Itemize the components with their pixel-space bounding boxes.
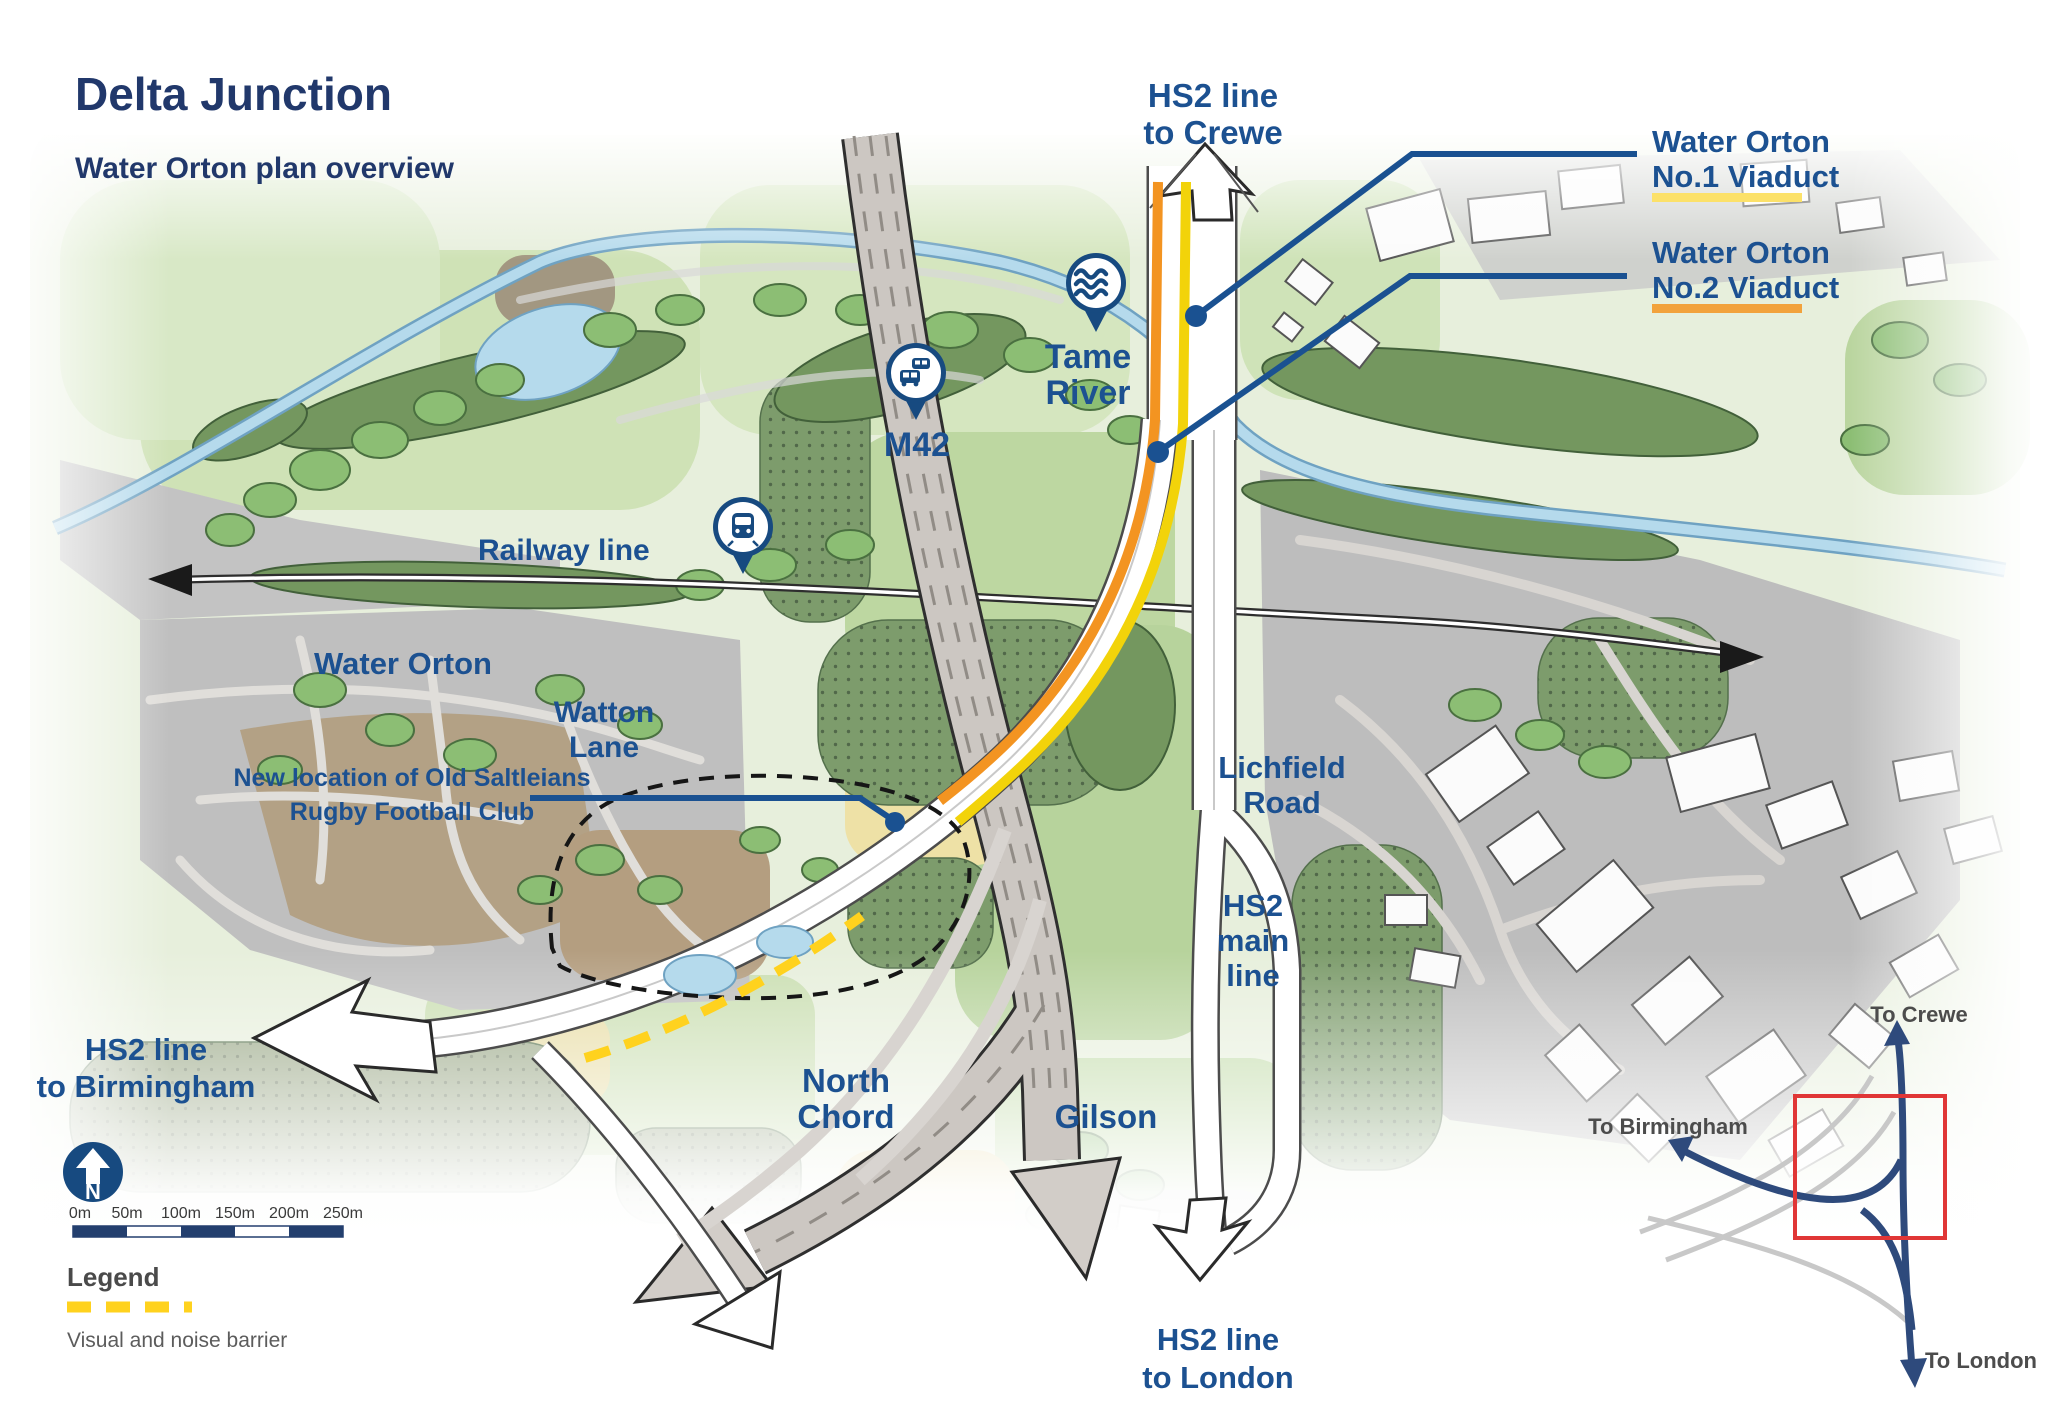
north-compass: N [63, 1142, 123, 1204]
page-subtitle: Water Orton plan overview [75, 152, 455, 185]
birmingham-arrow [250, 976, 438, 1104]
m42-arrow-south [1009, 1156, 1123, 1282]
label-viaduct1: Water Orton [1652, 124, 1830, 159]
motorway-cars-icon [900, 358, 930, 387]
viaduct2-leader [1156, 273, 1627, 455]
viaduct2-leader-dot [1147, 441, 1169, 463]
legend-barrier-label: Visual and noise barrier [67, 1329, 287, 1352]
label-viaduct2: No.2 Viaduct [1652, 270, 1839, 305]
inset-arrow-london [1900, 1358, 1927, 1388]
viaduct-no1-line-yellow [954, 181, 1191, 826]
scale-bar: 0m 50m 100m 150m 200m 250m [69, 1205, 363, 1238]
label-viaduct2: Water Orton [1652, 235, 1830, 270]
label-hs2-birmingham: HS2 line [85, 1032, 207, 1067]
south-chord-arrow [691, 1269, 782, 1350]
pond [663, 954, 737, 996]
label-tame-river: Tame [1045, 338, 1131, 376]
map-labels: Delta Junction Water Orton plan overview… [37, 68, 1840, 1395]
inset-south-chord [1859, 1207, 1916, 1331]
label-hs2-main-line: main [1217, 923, 1289, 958]
crewe-arrow [1156, 141, 1257, 222]
scale-tick: 200m [269, 1205, 309, 1222]
railway-line [148, 564, 1764, 673]
label-north-chord: Chord [797, 1098, 894, 1135]
london-arrow [1152, 1196, 1253, 1283]
inset-birmingham-chord [1680, 1146, 1905, 1203]
label-viaduct1: No.1 Viaduct [1652, 159, 1839, 194]
label-railway-line: Railway line [478, 534, 650, 567]
label-gilson: Gilson [1055, 1098, 1158, 1135]
rugby-leader [530, 795, 895, 823]
legend-title: Legend [67, 1262, 159, 1292]
pond [756, 925, 814, 959]
label-lichfield-road: Road [1243, 785, 1321, 820]
viaduct-no2-line-orange [936, 181, 1163, 805]
site-details [548, 773, 972, 1063]
inset-label-birmingham: To Birmingham [1588, 1114, 1748, 1139]
label-hs2-london: to London [1142, 1360, 1294, 1395]
label-water-orton: Water Orton [314, 646, 492, 681]
inset-label-crewe: To Crewe [1870, 1002, 1967, 1027]
label-rugby-club: Rugby Football Club [290, 798, 534, 826]
tame-river-pin [1066, 253, 1126, 332]
scale-tick: 150m [215, 1205, 255, 1222]
viaduct1-leader-dot [1185, 305, 1207, 327]
inset-label-london: To London [1925, 1348, 2037, 1373]
train-icon [727, 513, 759, 547]
inset-locator: To Crewe To Birmingham To London [1588, 1002, 2037, 1388]
label-hs2-main-line: HS2 [1223, 888, 1283, 923]
scale-tick: 100m [161, 1205, 201, 1222]
inset-hs2-lines [1680, 1039, 1916, 1369]
inset-arrow-crewe [1884, 1020, 1910, 1046]
viaduct1-leader [1194, 151, 1637, 319]
leader-lines [530, 151, 1637, 832]
railway-arrow-right [1720, 641, 1764, 673]
label-tame-river: River [1045, 374, 1130, 412]
railway-arrow-left [148, 564, 192, 596]
scale-tick: 50m [111, 1205, 142, 1222]
inset-arrow-birmingham [1668, 1136, 1694, 1162]
label-rugby-club: New location of Old Saltleians [233, 764, 590, 792]
rugby-leader-dot [885, 812, 905, 832]
inset-extent-box [1793, 1094, 1947, 1240]
hs2-bands [250, 141, 1302, 1350]
legend: Legend Visual and noise barrier [67, 1262, 287, 1352]
rugby-site-outline [548, 773, 972, 1001]
label-watton-lane: Watton [554, 696, 655, 729]
viaduct2-underline [1652, 304, 1802, 313]
label-watton-lane: Lane [569, 731, 639, 764]
label-hs2-london: HS2 line [1157, 1322, 1279, 1357]
viaduct1-underline [1652, 193, 1802, 202]
water-waves-icon [1073, 268, 1109, 300]
hs2-south-chord-band [532, 1042, 751, 1311]
junction-ramps [676, 827, 1047, 1246]
scale-tick: 250m [323, 1205, 363, 1222]
label-hs2-birmingham: to Birmingham [37, 1069, 256, 1104]
north-arrow-icon: N [76, 1148, 110, 1204]
page-title: Delta Junction [75, 68, 392, 120]
label-hs2-main-line: line [1226, 958, 1279, 993]
label-hs2-crewe: HS2 line [1148, 77, 1278, 114]
label-m42: M42 [884, 426, 950, 464]
village-roads [145, 635, 725, 965]
label-lichfield-road: Lichfield [1218, 750, 1345, 785]
scale-tick: 0m [69, 1205, 91, 1222]
svg-text:N: N [85, 1179, 101, 1204]
noise-barrier-dashed [583, 911, 865, 1063]
label-hs2-crewe: to Crewe [1143, 114, 1282, 151]
railway-pin [713, 497, 773, 574]
label-north-chord: North [802, 1062, 890, 1099]
m42-pin [886, 343, 946, 420]
